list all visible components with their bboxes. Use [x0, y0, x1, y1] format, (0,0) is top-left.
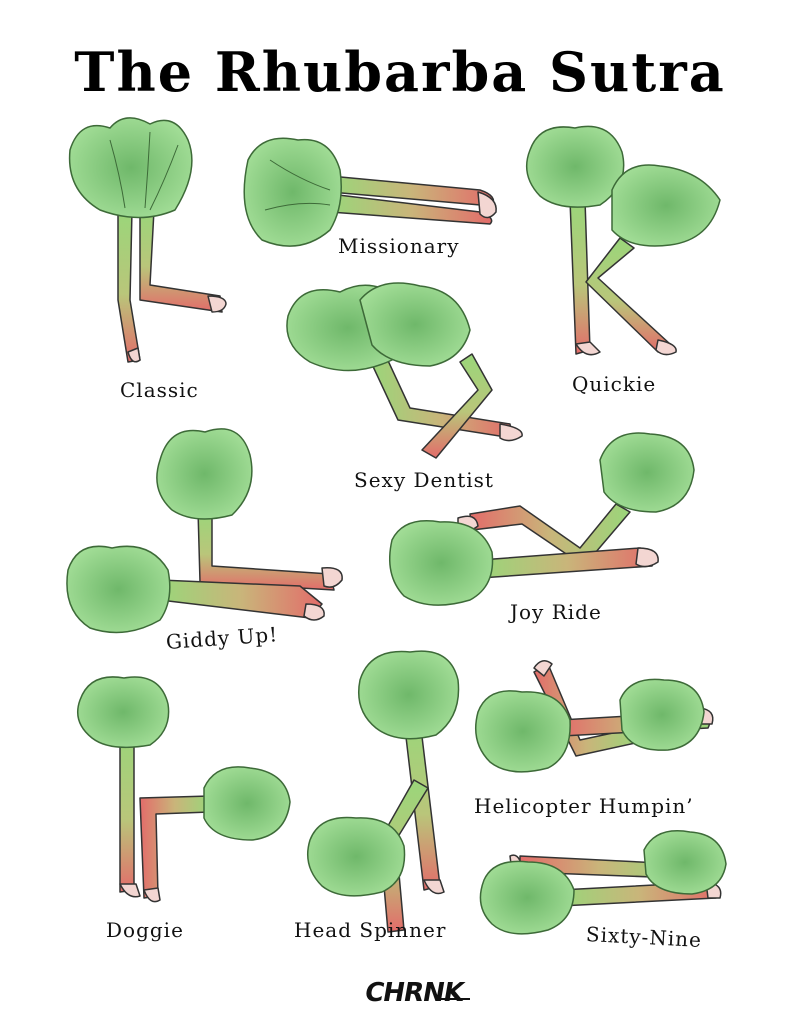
rhubarb-sixty-nine — [479, 830, 727, 935]
rhubarb-classic — [68, 117, 227, 363]
label-sexy-dentist: Sexy Dentist — [354, 468, 494, 492]
signature-underline — [440, 998, 470, 1000]
rhubarb-helicopter-humpin — [475, 660, 714, 773]
rhubarb-sexy-dentist — [286, 282, 523, 459]
rhubarb-head-spinner — [307, 650, 460, 933]
rhubarb-missionary — [243, 137, 497, 247]
label-head-spinner: Head Spinner — [294, 918, 447, 942]
label-missionary: Missionary — [338, 234, 460, 258]
artist-signature: CHRNK — [362, 978, 466, 1008]
rhubarb-doggie — [77, 676, 291, 903]
rhubarb-giddy-up — [66, 428, 343, 634]
label-classic: Classic — [120, 378, 199, 402]
label-doggie: Doggie — [106, 918, 184, 942]
label-quickie: Quickie — [572, 372, 657, 396]
rhubarb-joy-ride — [389, 432, 695, 606]
poster-title: The Rhubarba Sutra — [74, 40, 726, 104]
label-helicopter-humpin: Helicopter Humpin’ — [474, 794, 694, 818]
label-joy-ride: Joy Ride — [510, 600, 602, 624]
rhubarb-quickie — [525, 125, 721, 356]
